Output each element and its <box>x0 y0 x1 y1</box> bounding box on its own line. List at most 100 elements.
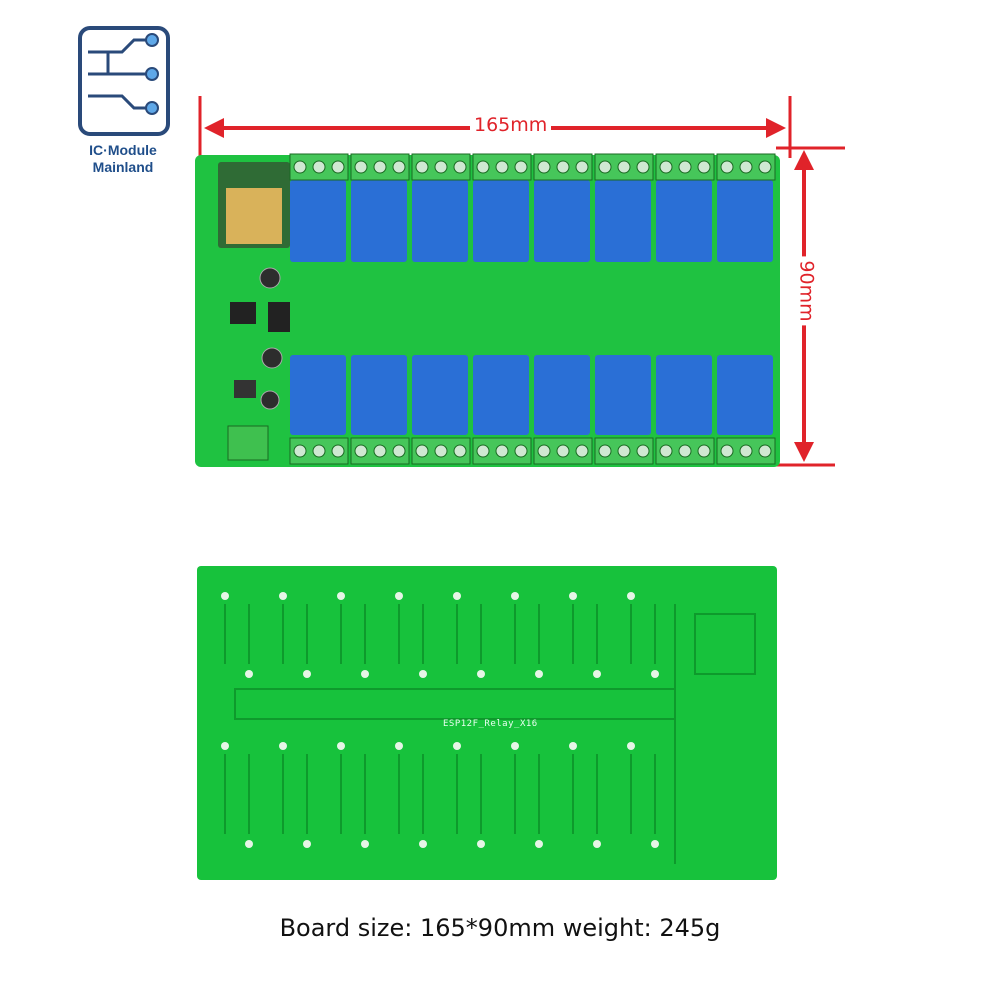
screw <box>678 444 692 458</box>
screw <box>537 160 551 174</box>
trace <box>514 754 540 834</box>
screw <box>392 444 406 458</box>
relay <box>534 355 590 435</box>
relay <box>473 180 529 262</box>
screw <box>720 160 734 174</box>
screw <box>495 160 509 174</box>
trace <box>456 604 482 664</box>
screw <box>373 444 387 458</box>
solder-pad <box>361 670 369 678</box>
trace <box>398 754 424 834</box>
solder-pad <box>221 592 229 600</box>
trace <box>456 754 482 834</box>
capacitor <box>259 267 281 289</box>
solder-pad <box>453 592 461 600</box>
height-dimension-label: 90mm <box>795 256 818 326</box>
terminal-row-bottom <box>289 437 776 465</box>
back-silkscreen: ESP12F_Relay_X16 <box>443 719 538 729</box>
logo-text: IC·Module Mainland <box>58 142 188 176</box>
screw <box>697 444 711 458</box>
screw <box>659 444 673 458</box>
trace <box>282 604 308 664</box>
terminal-row-top <box>289 153 776 181</box>
screw <box>312 444 326 458</box>
trace <box>224 754 250 834</box>
screw <box>758 160 772 174</box>
screw <box>415 160 429 174</box>
trace <box>630 604 656 664</box>
screw <box>453 160 467 174</box>
solder-pad <box>477 840 485 848</box>
screw <box>659 160 673 174</box>
screw <box>598 444 612 458</box>
screw <box>598 160 612 174</box>
relay <box>656 180 712 262</box>
trace <box>398 604 424 664</box>
solder-pad <box>593 840 601 848</box>
logo-line1: IC·Module <box>89 142 157 158</box>
screw <box>354 444 368 458</box>
relay <box>412 180 468 262</box>
screw <box>476 444 490 458</box>
relay-board-front <box>195 153 780 467</box>
solder-pad <box>279 592 287 600</box>
caption: Board size: 165*90mm weight: 245g <box>279 914 721 942</box>
screw <box>495 444 509 458</box>
solder-pad <box>627 742 635 750</box>
screw <box>678 160 692 174</box>
solder-pad <box>535 840 543 848</box>
screw <box>556 444 570 458</box>
logo-line2: Mainland <box>92 159 154 175</box>
relay <box>290 355 346 435</box>
screw <box>514 444 528 458</box>
screw <box>331 444 345 458</box>
screw <box>739 160 753 174</box>
solder-pads <box>221 592 659 848</box>
solder-pad <box>419 840 427 848</box>
solder-pad <box>279 742 287 750</box>
screw <box>434 444 448 458</box>
screw <box>293 160 307 174</box>
trace <box>340 754 366 834</box>
solder-pad <box>395 592 403 600</box>
trace <box>340 604 366 664</box>
screw <box>476 160 490 174</box>
solder-pad <box>361 840 369 848</box>
screw <box>739 444 753 458</box>
screw <box>392 160 406 174</box>
screw <box>720 444 734 458</box>
solder-pad <box>303 840 311 848</box>
trace <box>224 604 250 664</box>
relay <box>595 180 651 262</box>
screw <box>312 160 326 174</box>
solder-pad <box>245 670 253 678</box>
screw <box>636 160 650 174</box>
solder-pad <box>651 840 659 848</box>
screw <box>354 160 368 174</box>
width-dimension-label: 165mm <box>470 114 552 136</box>
solder-pad <box>511 592 519 600</box>
inductor <box>234 380 256 398</box>
screw <box>293 444 307 458</box>
solder-pad <box>569 742 577 750</box>
relay <box>534 180 590 262</box>
solder-pad <box>453 742 461 750</box>
ic-module-logo-icon <box>78 26 170 136</box>
trace <box>282 754 308 834</box>
relay-row-top <box>290 180 773 262</box>
screw <box>373 160 387 174</box>
ic-chip <box>230 302 256 324</box>
screw <box>556 160 570 174</box>
trace <box>572 754 598 834</box>
relay <box>351 180 407 262</box>
screw <box>453 444 467 458</box>
screw <box>697 160 711 174</box>
ic-chip <box>268 302 290 332</box>
screw <box>575 160 589 174</box>
relay-row-bottom <box>290 355 773 435</box>
screw <box>617 444 631 458</box>
relay <box>412 355 468 435</box>
screw <box>758 444 772 458</box>
screw <box>537 444 551 458</box>
relay <box>656 355 712 435</box>
